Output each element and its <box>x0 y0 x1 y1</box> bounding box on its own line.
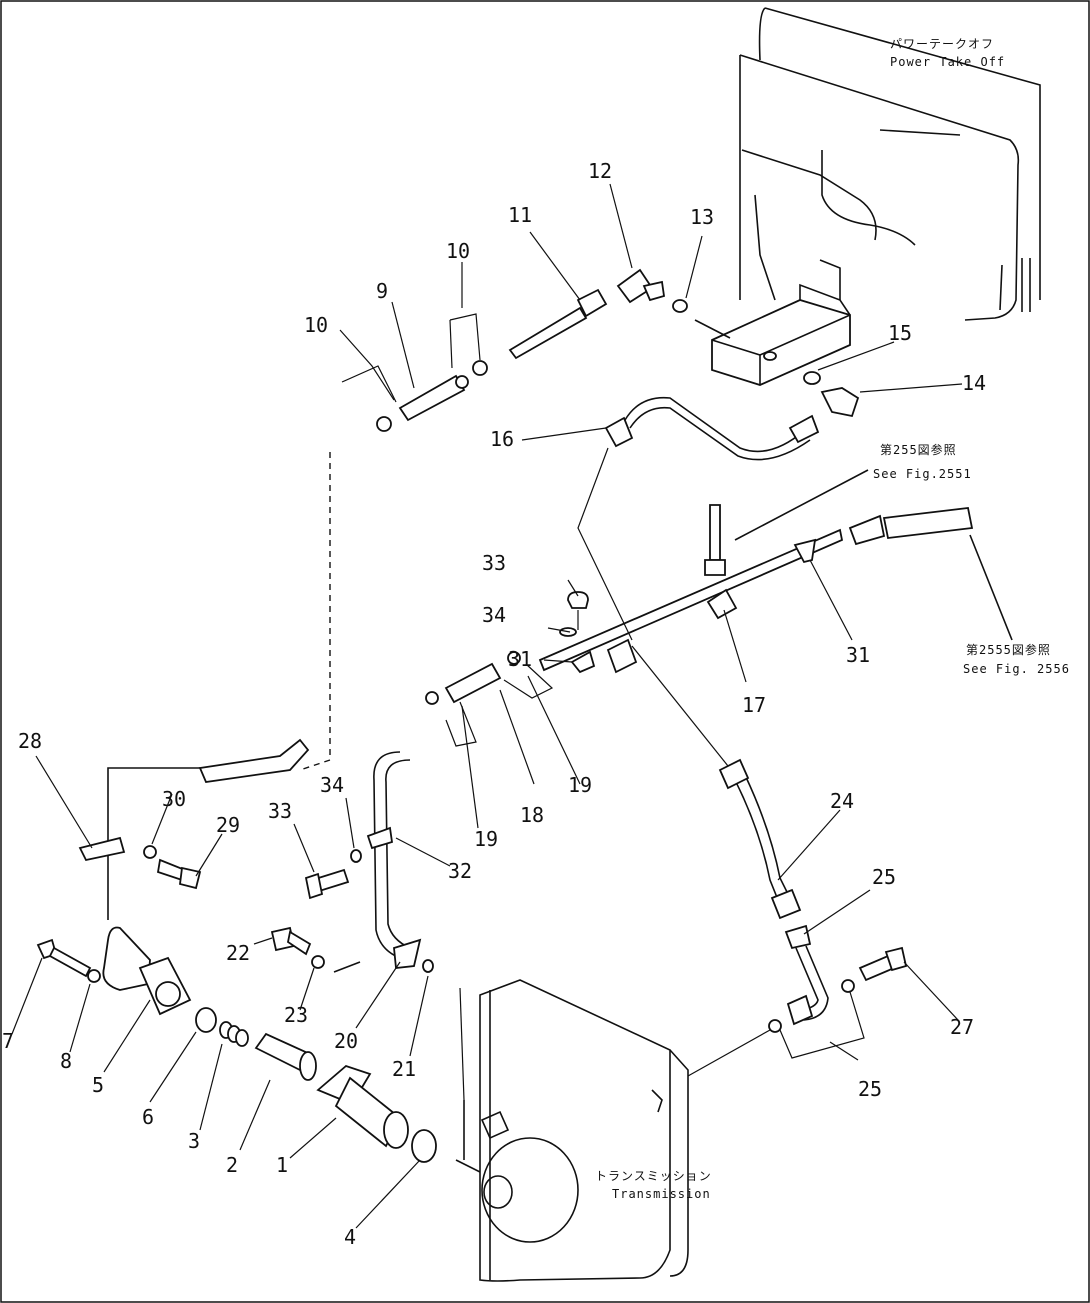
washer-23 <box>311 955 325 969</box>
callout-18: 18 <box>520 803 544 827</box>
o-ring-4 <box>411 1129 437 1163</box>
callout-24: 24 <box>830 789 854 813</box>
callout-32: 32 <box>448 859 472 883</box>
bolt-27 <box>841 946 908 993</box>
bolt-33-left <box>304 868 350 900</box>
callout-15: 15 <box>888 321 912 345</box>
sleeve-1 <box>316 1064 409 1149</box>
tee-assembly <box>538 504 974 674</box>
washer-30 <box>143 845 157 859</box>
washer-34-left <box>350 849 362 863</box>
callout-33-upper: 33 <box>482 551 506 575</box>
callout-4: 4 <box>344 1225 356 1249</box>
bolt-29 <box>156 858 202 890</box>
spring-3 <box>219 1021 249 1047</box>
callout-17: 17 <box>742 693 766 717</box>
transmission-housing <box>455 979 689 1282</box>
transmission-label-en: Transmission <box>612 1187 711 1201</box>
callout-9: 9 <box>376 279 388 303</box>
o-ring-21 <box>422 959 434 973</box>
callout-33-left: 33 <box>268 799 292 823</box>
see-fig-upper-en: See Fig.2551 <box>873 467 972 481</box>
transmission-label-jp: トランスミッション <box>595 1169 712 1183</box>
see-fig-upper-jp: 第255図参照 <box>880 442 957 457</box>
callout-8: 8 <box>60 1049 72 1073</box>
see-fig-lower-en: See Fig. 2556 <box>963 662 1070 676</box>
power-take-off-label-en: Power Take Off <box>890 55 1005 69</box>
callout-27: 27 <box>950 1015 974 1039</box>
callout-12: 12 <box>588 159 612 183</box>
leader-lines <box>11 183 963 1229</box>
callout-11: 11 <box>508 203 532 227</box>
flange-5 <box>102 926 192 1016</box>
callout-3: 3 <box>188 1129 200 1153</box>
callout-31-right: 31 <box>846 643 870 667</box>
see-fig-lower-jp: 第2555図参照 <box>966 642 1051 657</box>
callout-2: 2 <box>226 1153 238 1177</box>
callout-6: 6 <box>142 1105 154 1129</box>
callout-13: 13 <box>690 205 714 229</box>
callout-10-left: 10 <box>304 313 328 337</box>
callout-1: 1 <box>276 1153 288 1177</box>
washer-8 <box>87 969 101 983</box>
clamp-28 <box>78 836 126 862</box>
callout-19-right: 19 <box>568 773 592 797</box>
callout-20: 20 <box>334 1029 358 1053</box>
bolt-7 <box>36 938 92 978</box>
callout-34-left: 34 <box>320 773 344 797</box>
callout-22: 22 <box>226 941 250 965</box>
power-take-off-label-jp: パワーテークオフ <box>890 37 994 51</box>
bolt-22 <box>270 926 312 956</box>
pipe-32 <box>366 751 422 969</box>
callout-31-left: 31 <box>508 647 532 671</box>
callout-10-right: 10 <box>446 239 470 263</box>
hose-18 <box>425 651 521 705</box>
callout-25-upper: 25 <box>872 865 896 889</box>
callout-16: 16 <box>490 427 514 451</box>
callout-numbers: 1 2 3 4 5 6 7 8 9 10 10 11 12 13 14 15 1… <box>2 159 986 1249</box>
callout-28: 28 <box>18 729 42 753</box>
callout-30: 30 <box>162 787 186 811</box>
valve-2 <box>254 1032 317 1081</box>
upper-pipe-assembly <box>376 268 860 461</box>
callout-25-lower: 25 <box>858 1077 882 1101</box>
callout-7: 7 <box>2 1029 14 1053</box>
hose-24 <box>718 758 829 1033</box>
power-take-off-housing <box>694 7 1041 386</box>
o-ring-6 <box>195 1007 217 1033</box>
callout-23: 23 <box>284 1003 308 1027</box>
callout-21: 21 <box>392 1057 416 1081</box>
callout-14: 14 <box>962 371 986 395</box>
callout-34-upper: 34 <box>482 603 506 627</box>
callout-5: 5 <box>92 1073 104 1097</box>
callout-19-left: 19 <box>474 827 498 851</box>
hose-left <box>107 738 310 920</box>
callout-29: 29 <box>216 813 240 837</box>
